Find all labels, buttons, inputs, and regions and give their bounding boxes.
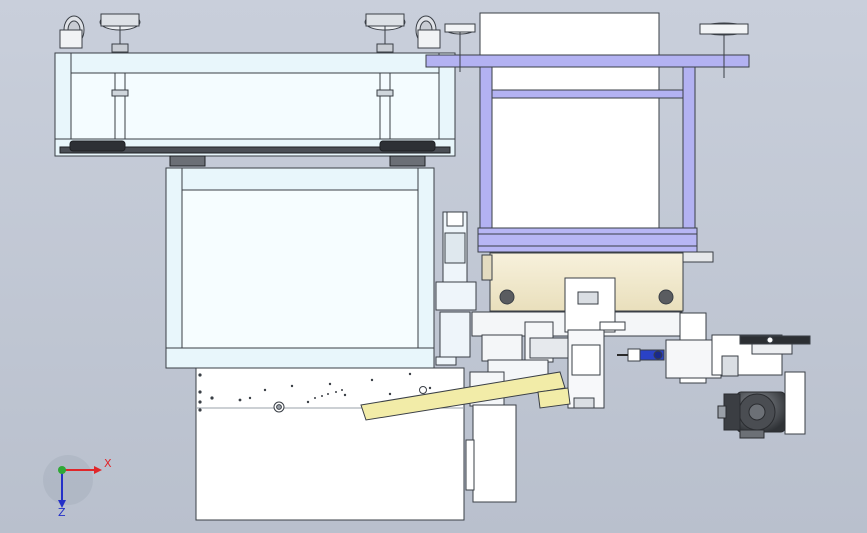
leveling-foot-mid xyxy=(364,13,406,53)
leveling-foot-left xyxy=(99,13,141,53)
middle-frame xyxy=(165,167,435,369)
caster-wheels-top xyxy=(59,13,441,53)
caster-left xyxy=(59,15,85,49)
drive-motor xyxy=(717,391,786,439)
linear-rail xyxy=(59,140,451,167)
cabinet-holes xyxy=(198,372,432,412)
caster-right xyxy=(415,15,441,49)
blue-coupling xyxy=(617,348,665,362)
workpiece-bars xyxy=(360,371,571,421)
cylinder-assembly xyxy=(435,211,477,366)
actuator-assembly xyxy=(665,312,811,435)
central-clamp xyxy=(564,277,626,409)
cabinet-bolt xyxy=(273,386,427,413)
purple-bracket xyxy=(425,54,750,253)
lower-box xyxy=(465,404,517,503)
tower-panel xyxy=(479,12,660,234)
axis-x-label: X xyxy=(104,457,112,470)
lower-cabinet xyxy=(195,367,465,521)
axis-z-label: Z xyxy=(58,506,66,519)
bracket-pins xyxy=(444,22,749,78)
coordinate-triad: X Z xyxy=(43,455,112,519)
